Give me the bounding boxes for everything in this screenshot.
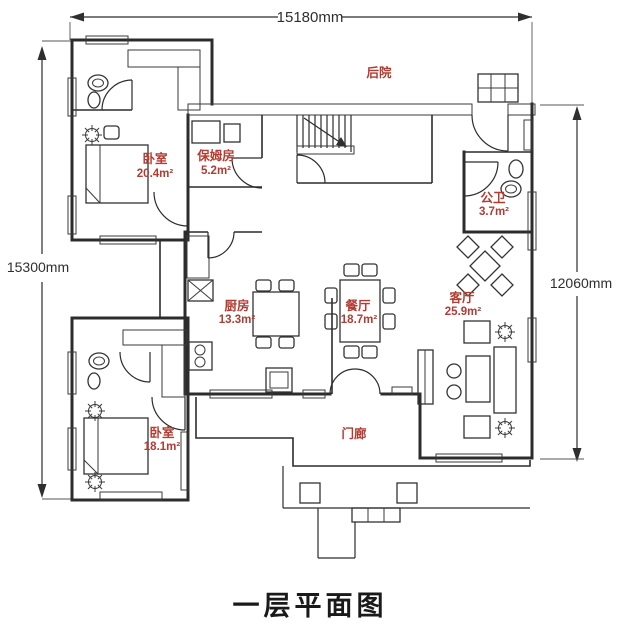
sink-icon (87, 91, 101, 109)
dimension-right-label: 12060mm (550, 275, 612, 291)
kitchen-furniture (186, 235, 300, 393)
room-label-living-room: 客厅 (448, 290, 475, 305)
living-room-furniture (417, 235, 517, 439)
window-band (209, 389, 273, 399)
door-arc-master-bath (101, 79, 133, 111)
window-band (99, 235, 157, 245)
room-label-porch: 门廊 (341, 426, 367, 441)
plant-icon (84, 471, 106, 493)
porch-column-icon (299, 482, 321, 504)
wardrobe-icon (161, 344, 186, 398)
window-band (523, 119, 533, 151)
room-labels: 后院 卧室 20.4m² 保姆房 5.2m² 公卫 3.7m² 客厅 25.9m… (137, 65, 509, 453)
door-swings (101, 79, 509, 431)
room-area-nanny-room: 5.2m² (201, 165, 231, 177)
wardrobe-icon (122, 329, 188, 346)
window-band (67, 427, 77, 471)
room-label-nanny-room: 保姆房 (196, 148, 235, 163)
second-bedroom-furniture (83, 329, 188, 493)
room-area-bedroom-master: 20.4m² (137, 168, 174, 180)
master-suite-furniture (81, 49, 201, 204)
chair-icon (103, 125, 120, 140)
porch-outline (195, 397, 531, 559)
door-arc-hall (296, 154, 326, 184)
door-arc-backyard (471, 114, 509, 152)
window-band (85, 35, 129, 45)
window-band (302, 389, 326, 399)
coffee-table-icon (446, 355, 491, 403)
plant-icon (81, 124, 103, 146)
toilet-icon (88, 352, 110, 370)
armchair-icon (463, 320, 491, 344)
window-band (527, 317, 537, 363)
door-arc-second-bath (119, 351, 151, 383)
room-label-dining-room: 餐厅 (344, 298, 371, 313)
tea-table-set-icon (456, 235, 514, 297)
entry-double-door-icon (329, 368, 381, 395)
armchair-icon (463, 415, 491, 439)
porch-column-icon (396, 482, 418, 504)
stove-icon (188, 341, 213, 371)
plan-title: 一层平面图 (233, 591, 388, 621)
sink-icon (87, 372, 101, 390)
door-arc-kitchen (207, 231, 235, 259)
wardrobe-icon (127, 49, 201, 68)
toilet-icon (500, 180, 522, 198)
window-band (67, 351, 77, 395)
window-band (435, 453, 503, 463)
room-area-dining-room: 18.7m² (341, 314, 378, 326)
window-band (180, 431, 190, 491)
dimension-top-label: 15180mm (277, 9, 344, 26)
stairs-icon (296, 115, 355, 155)
window-bands (67, 35, 537, 501)
kitchen-table-icon (252, 279, 300, 349)
desk-icon (191, 120, 221, 144)
room-label-bedroom-second: 卧室 (149, 425, 175, 440)
dimension-left-label: 15300mm (7, 259, 69, 275)
kitchen-counter-icon (186, 235, 210, 279)
window-band (67, 195, 77, 235)
nanny-room-furniture (191, 120, 241, 144)
plant-icon (494, 321, 516, 343)
room-label-kitchen: 厨房 (224, 298, 249, 313)
room-area-living-room: 25.9m² (445, 306, 482, 318)
sink-icon (508, 159, 524, 179)
sofa-icon (493, 346, 517, 414)
room-area-kitchen: 13.3m² (219, 314, 256, 326)
fridge-icon (187, 279, 214, 302)
entry-steps-icon (317, 507, 401, 559)
room-area-public-bath: 3.7m² (479, 206, 509, 218)
dimension-right: 12060mm (540, 104, 612, 462)
room-label-bedroom-master: 卧室 (142, 151, 168, 166)
door-arc-public-bath (463, 161, 499, 197)
dining-table-icon (324, 263, 396, 359)
window-band (391, 386, 413, 396)
window-band (527, 191, 537, 251)
kitchen-sink-icon (265, 367, 293, 393)
dimension-top: 15180mm (69, 9, 533, 103)
room-area-bedroom-second: 18.1m² (144, 441, 181, 453)
window-band (67, 77, 77, 117)
bed-icon (83, 417, 149, 475)
room-label-backyard: 后院 (366, 65, 392, 80)
door-arc-master-bedroom (153, 191, 189, 227)
plant-icon (494, 417, 516, 439)
outdoor-equipment-icon (477, 73, 519, 103)
toilet-icon (87, 74, 109, 92)
public-bath-fixtures (500, 159, 524, 198)
wardrobe-icon (177, 66, 201, 111)
cabinet-icon (223, 123, 241, 143)
bed-icon (85, 144, 149, 204)
door-arc-second-bedroom (151, 396, 186, 431)
dimension-left: 15300mm (7, 40, 72, 500)
door-arc-nanny-room (231, 157, 263, 189)
room-label-public-bath: 公卫 (480, 191, 506, 205)
wall-band-top (187, 103, 473, 116)
exterior-walls (70, 38, 536, 502)
window-band (99, 491, 163, 501)
wall-band-top-right (507, 103, 536, 116)
